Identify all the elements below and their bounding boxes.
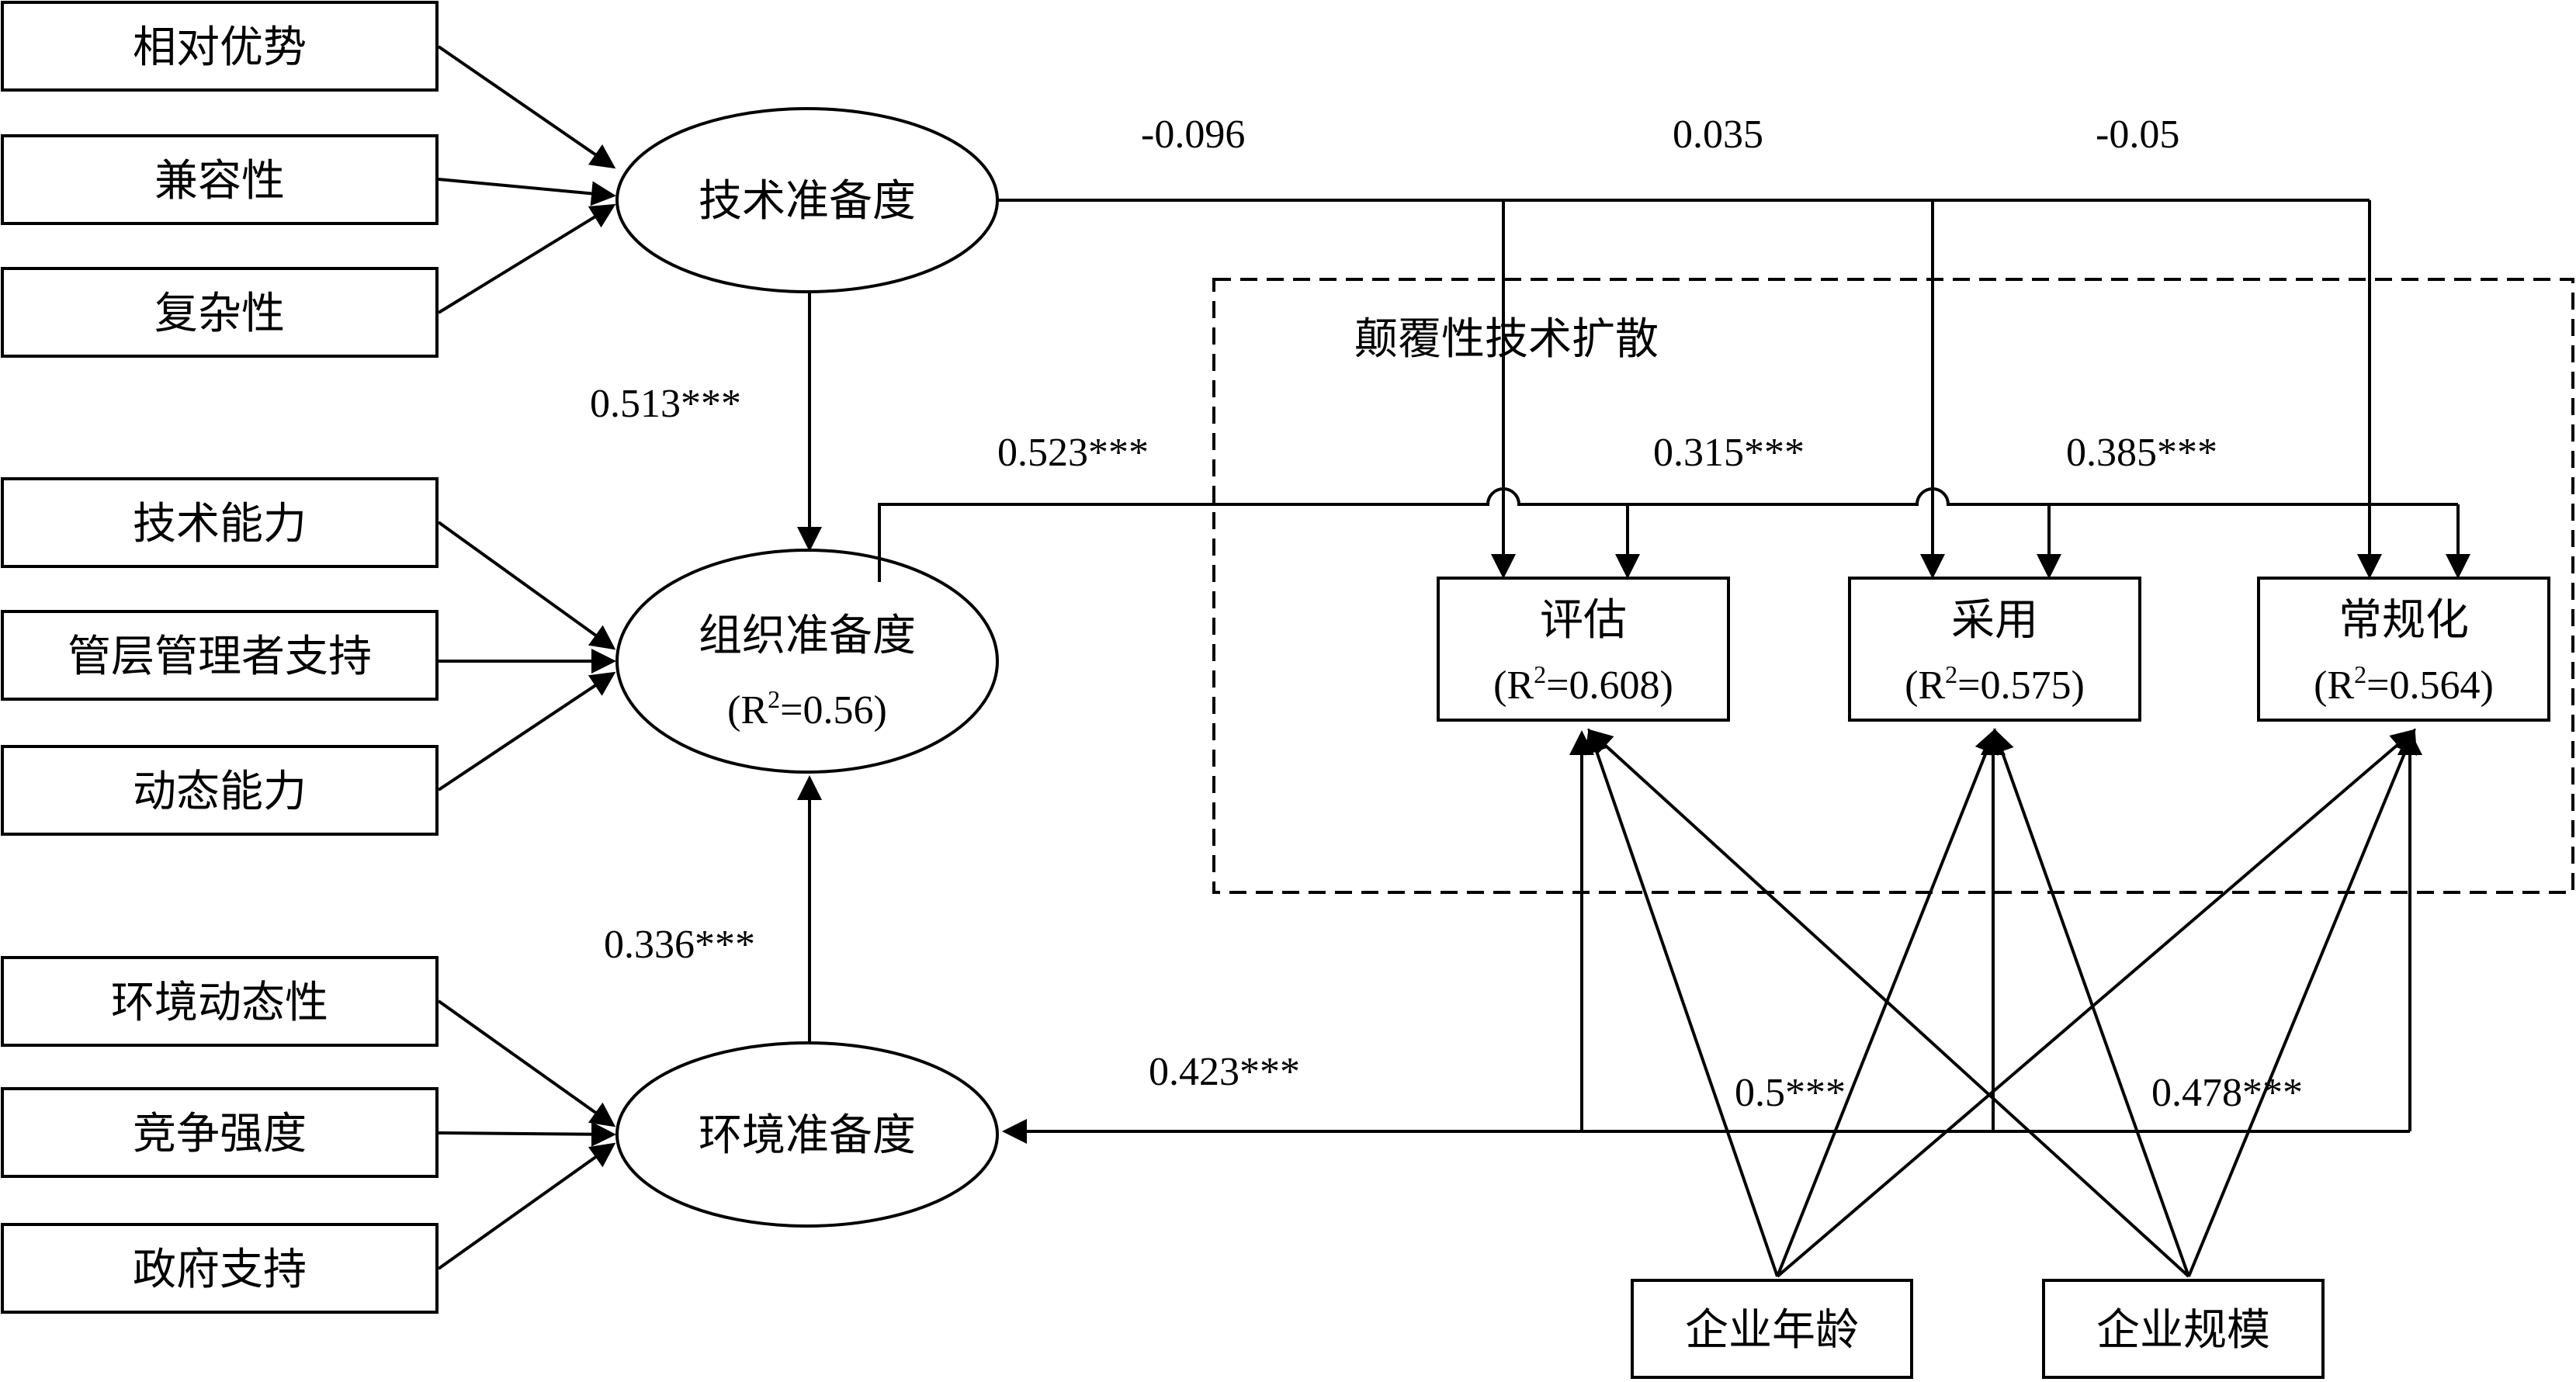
coef-tech-to-org: 0.513*** — [590, 382, 741, 426]
outcome-routine: 常规化 (R2=0.564) — [2257, 577, 2550, 722]
factor-box-complexity — [1, 267, 439, 358]
coef-env-to-org: 0.336*** — [604, 923, 755, 967]
factor-label: 动态能力 — [133, 767, 307, 817]
factor-box-relative-advantage — [1, 1, 439, 92]
env-readiness-label: 环境准备度 — [699, 1110, 916, 1161]
control-box-firm-size — [2042, 1279, 2325, 1379]
factor-arrows — [437, 45, 616, 1270]
env-factor-group: 环境动态性 竞争强度 政府支持 — [1, 956, 439, 1314]
factor-box-dynamic-capability — [1, 745, 439, 836]
coef-org-to-adopt: 0.315*** — [1653, 431, 1805, 475]
arrow — [437, 671, 616, 791]
diffusion-group-label: 颠覆性技术扩散 — [1354, 314, 1659, 365]
arrow — [2187, 728, 2418, 1277]
coef-env-to-adopt: 0.5*** — [1735, 1071, 1846, 1115]
org-factor-group: 技术能力 管层管理者支持 动态能力 — [1, 477, 439, 836]
coef-tech-to-adopt: 0.035 — [1673, 113, 1763, 157]
factor-box-government-support — [1, 1223, 439, 1314]
outcome-adopt: 采用 (R2=0.575) — [1848, 577, 2141, 722]
arrow — [437, 45, 616, 169]
arrow — [437, 999, 616, 1127]
env-readiness-construct — [615, 1041, 999, 1228]
org-readiness-r2: (R2=0.56) — [727, 685, 887, 733]
outcome-box — [2257, 577, 2550, 722]
factor-label: 相对优势 — [133, 23, 307, 73]
factor-label: 竞争强度 — [133, 1109, 307, 1159]
factor-box-competition-intensity — [1, 1087, 439, 1178]
coef-env-to-eval: 0.423*** — [1149, 1050, 1300, 1094]
arrow — [437, 203, 616, 314]
control-box-firm-age — [1631, 1279, 1913, 1379]
factor-box-manager-support — [1, 610, 439, 701]
outcome-r2: (R2=0.564) — [2314, 660, 2494, 708]
bus-line — [878, 487, 2458, 582]
outcome-label: 采用 — [1951, 595, 2038, 646]
arrow — [437, 1142, 616, 1270]
tech-factor-group: 相对优势 兼容性 复杂性 — [1, 1, 439, 358]
coef-tech-to-routine: -0.05 — [2096, 113, 2179, 157]
outcome-eval: 评估 (R2=0.608) — [1437, 577, 1730, 722]
diffusion-group-frame — [1212, 278, 2574, 894]
control-arrows — [1584, 728, 2418, 1278]
coef-org-to-eval: 0.523*** — [997, 431, 1149, 475]
outcome-label: 评估 — [1540, 595, 1627, 646]
factor-label: 环境动态性 — [111, 978, 328, 1028]
arrow — [1776, 728, 1999, 1277]
control-label: 企业年龄 — [1685, 1305, 1859, 1356]
outcome-box — [1848, 577, 2141, 722]
org-paths — [878, 487, 2470, 582]
tech-paths — [999, 199, 2382, 579]
coef-env-to-routine: 0.478*** — [2151, 1071, 2303, 1115]
outcome-label: 常规化 — [2339, 595, 2469, 646]
control-label: 企业规模 — [2096, 1305, 2270, 1356]
env-paths — [1002, 730, 2422, 1144]
arrow — [1990, 728, 2190, 1277]
factor-label: 兼容性 — [154, 156, 285, 206]
arrow — [438, 178, 616, 206]
factor-box-compatibility — [1, 134, 439, 225]
arrow — [437, 521, 616, 650]
tech-readiness-label: 技术准备度 — [699, 176, 916, 227]
arrow — [1776, 729, 2417, 1278]
factor-box-env-dynamism — [1, 956, 439, 1047]
arrow — [438, 1121, 616, 1147]
factor-label: 政府支持 — [133, 1245, 307, 1295]
org-readiness-construct — [615, 549, 999, 774]
outcome-box — [1437, 577, 1730, 722]
arrow — [1587, 729, 2190, 1278]
outcome-r2: (R2=0.575) — [1905, 660, 2085, 708]
tech-readiness-construct — [615, 107, 999, 293]
arrow — [1584, 728, 1779, 1277]
coef-tech-to-eval: -0.096 — [1141, 113, 1245, 157]
org-readiness-label: 组织准备度 — [699, 611, 916, 661]
factor-box-tech-capability — [1, 477, 439, 568]
outcome-r2: (R2=0.608) — [1493, 660, 1673, 708]
factor-label: 复杂性 — [154, 289, 285, 339]
coef-org-to-routine: 0.385*** — [2066, 431, 2217, 475]
factor-label: 管层管理者支持 — [68, 632, 372, 682]
factor-label: 技术能力 — [133, 499, 307, 549]
